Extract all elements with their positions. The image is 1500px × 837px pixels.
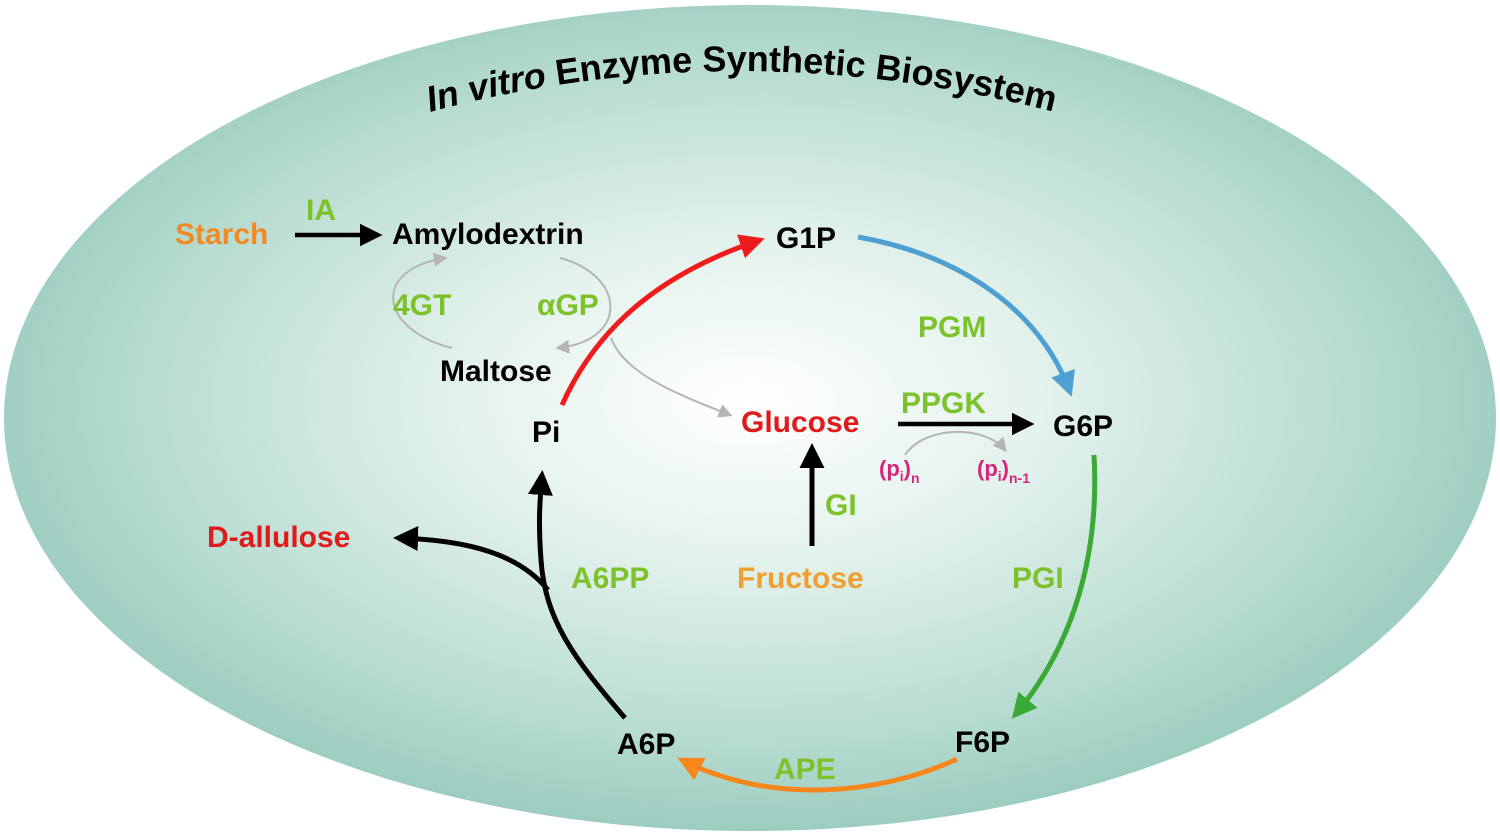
metabolite-g6p: G6P <box>1053 410 1113 443</box>
arrow-agp-to-glucose <box>610 337 733 418</box>
enzyme-pgm: PGM <box>918 311 986 344</box>
metabolite-g1p: G1P <box>776 222 836 255</box>
arrow-pi-to-g1p <box>559 234 765 407</box>
enzyme-a6pp: A6PP <box>571 562 649 595</box>
arrow-g1p-to-g6p <box>857 234 1075 397</box>
product-d-allulose: D-allulose <box>207 521 350 554</box>
enzyme-ppgk: PPGK <box>901 387 986 420</box>
arrow-f6p-to-a6p <box>677 756 959 793</box>
polyphosphate-n: (pi)n <box>879 456 920 486</box>
metabolite-fructose: Fructose <box>737 562 864 595</box>
metabolite-pi: Pi <box>532 416 560 449</box>
metabolite-starch: Starch <box>175 218 268 251</box>
enzyme-gi: GI <box>825 489 857 522</box>
biosystem-ellipse <box>4 5 1496 831</box>
arrow-agp-loop <box>555 257 612 354</box>
metabolite-a6p: A6P <box>617 728 675 761</box>
metabolite-amylodextrin: Amylodextrin <box>392 218 584 251</box>
arrow-4gt-loop <box>392 252 453 349</box>
enzyme-ia: IA <box>306 194 336 227</box>
enzyme-agp: αGP <box>537 289 599 322</box>
arrow-a6p-to-d-allulose <box>393 526 550 592</box>
arrow-polyphosphate <box>904 430 1007 456</box>
metabolite-f6p: F6P <box>955 726 1010 759</box>
metabolite-glucose: Glucose <box>741 406 859 439</box>
metabolite-maltose: Maltose <box>440 355 552 388</box>
arrow-g6p-to-f6p <box>1011 454 1098 719</box>
enzyme-4gt: 4GT <box>393 289 451 322</box>
enzyme-pgi: PGI <box>1012 562 1064 595</box>
polyphosphate-n-minus-1: (pi)n-1 <box>977 456 1030 486</box>
arrow-a6p-to-pi <box>527 470 627 720</box>
enzyme-ape: APE <box>774 753 836 786</box>
